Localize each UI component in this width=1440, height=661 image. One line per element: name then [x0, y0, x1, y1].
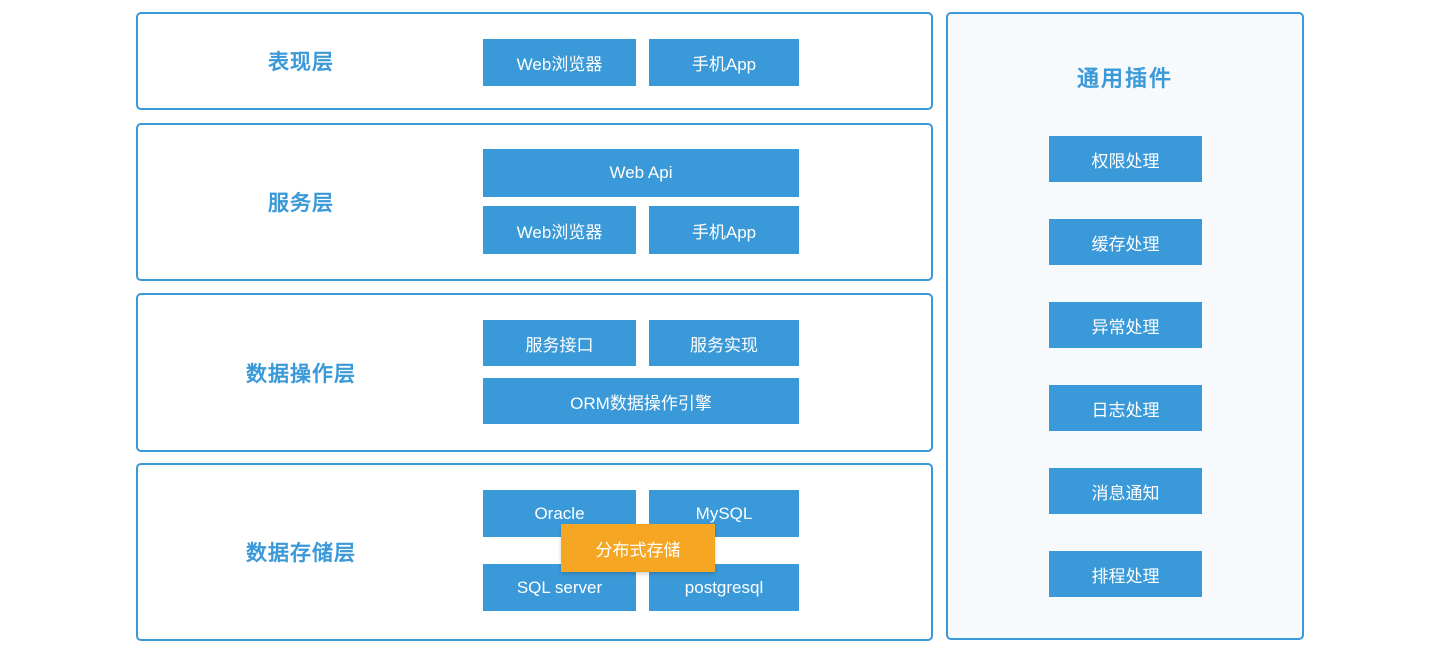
node-orm-engine: ORM数据操作引擎 [483, 378, 799, 424]
layer-box-service: 服务层 Web Api Web浏览器 手机App [136, 123, 933, 281]
layer-label-service: 服务层 [268, 192, 334, 215]
plugin-item-exception: 异常处理 [1049, 302, 1202, 348]
plugin-item-log: 日志处理 [1049, 385, 1202, 431]
node-sql-server: SQL server [483, 564, 636, 611]
layer-label-data-storage: 数据存储层 [246, 542, 356, 565]
node-web-api: Web Api [483, 149, 799, 197]
node-distributed-storage: 分布式存储 [561, 524, 715, 572]
plugins-panel-title: 通用插件 [1076, 66, 1174, 91]
node-postgresql: postgresql [649, 564, 799, 611]
node-service-implementation: 服务实现 [649, 320, 799, 366]
layer-label-presentation: 表现层 [268, 51, 334, 74]
layer-label-data-operation: 数据操作层 [246, 362, 356, 386]
plugin-item-notification: 消息通知 [1049, 468, 1202, 514]
layer-box-data-storage: 数据存储层 Oracle MySQL SQL server postgresql… [136, 463, 933, 641]
plugins-panel: 通用插件 权限处理 缓存处理 异常处理 日志处理 消息通知 排程处理 [946, 12, 1304, 640]
plugin-item-cache: 缓存处理 [1049, 219, 1202, 265]
node-mobile-app: 手机App [649, 39, 799, 86]
node-service-interface: 服务接口 [483, 320, 636, 366]
node-web-browser: Web浏览器 [483, 206, 636, 254]
node-web-browser: Web浏览器 [483, 39, 636, 86]
layer-box-data-operation: 数据操作层 服务接口 服务实现 ORM数据操作引擎 [136, 293, 933, 452]
plugin-item-schedule: 排程处理 [1049, 551, 1202, 597]
layer-box-presentation: 表现层 Web浏览器 手机App [136, 12, 933, 110]
node-oracle: Oracle [483, 490, 636, 537]
plugin-item-permission: 权限处理 [1049, 136, 1202, 182]
node-mobile-app: 手机App [649, 206, 799, 254]
